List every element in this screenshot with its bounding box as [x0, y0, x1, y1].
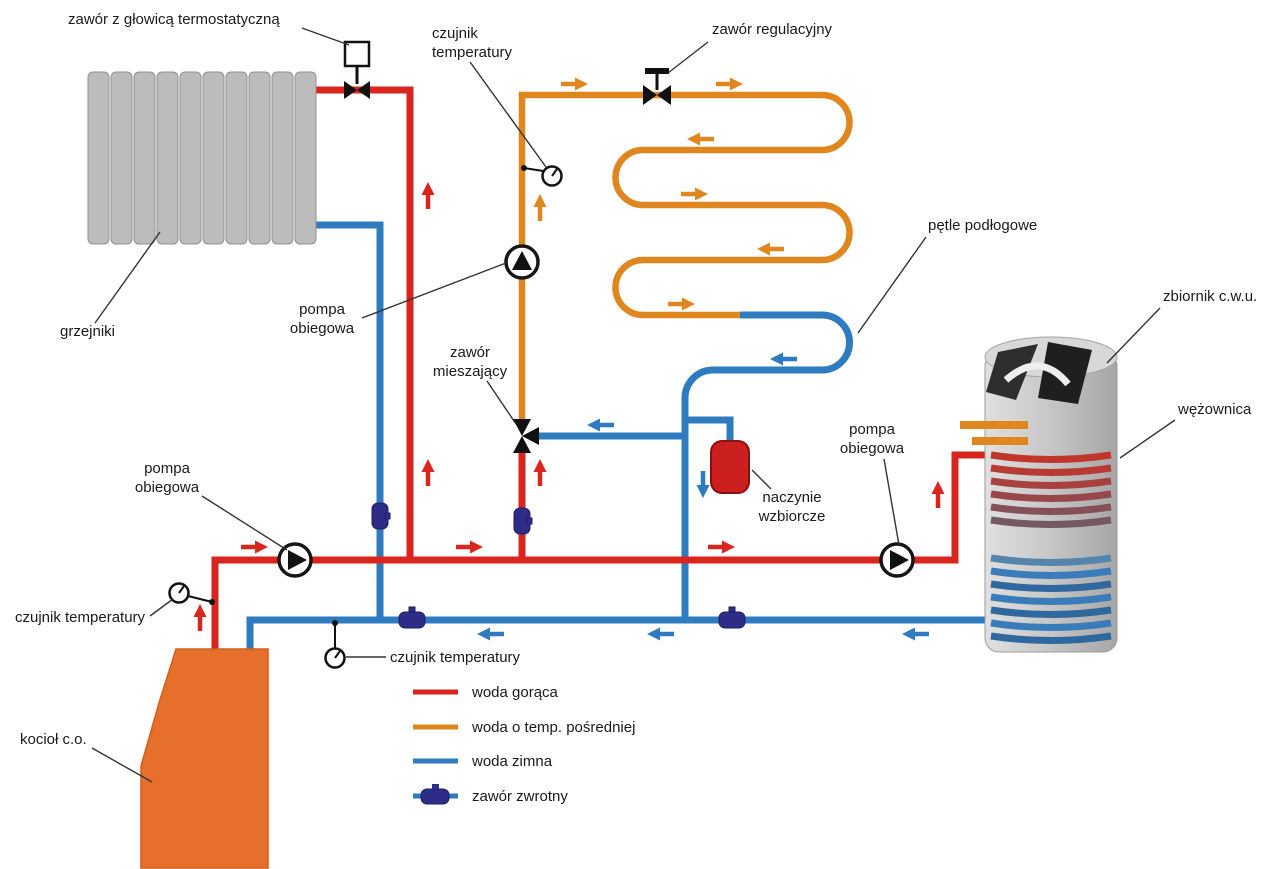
pointer-line — [751, 469, 772, 490]
temp-sensor-icon — [168, 582, 215, 605]
legend-check-valve-notch — [432, 784, 439, 789]
radiator-fin — [133, 71, 156, 245]
radiator-fin — [179, 71, 202, 245]
pointer-line — [361, 262, 507, 319]
label-regulating-valve: zawór regulacyjny — [712, 21, 833, 38]
pipe-hot-main — [211, 451, 992, 649]
label-expansion-vessel-line2: wzbiorcze — [758, 508, 826, 525]
label-pump-top-line2: obiegowa — [290, 320, 355, 337]
radiator-fin — [225, 71, 248, 245]
pointer-line — [94, 231, 161, 324]
pointer-line — [857, 236, 927, 334]
label-pump-right-line2: obiegowa — [840, 440, 905, 457]
label-radiators: grzejniki — [60, 323, 115, 340]
label-pump-right-line1: pompa — [849, 421, 896, 438]
pipe-radiator-return — [314, 221, 384, 620]
tank-internal-pipe — [1003, 362, 1071, 387]
pointer-line — [91, 747, 153, 783]
pointer-line — [1106, 307, 1161, 364]
pointer-line — [883, 458, 900, 546]
label-thermostatic-valve: zawór z głowicą termostatyczną — [68, 11, 280, 28]
label-temp-sensor-bottom: czujnik temperatury — [390, 649, 521, 666]
hot-water-tank — [960, 336, 1118, 653]
expansion-vessel — [710, 440, 750, 494]
pointer-line — [667, 41, 709, 74]
radiator-fin — [87, 71, 110, 245]
legend-label-cold: woda zimna — [471, 753, 553, 770]
pointer-line — [301, 27, 350, 46]
label-temp-sensor-left: czujnik temperatury — [15, 609, 146, 626]
label-temp-sensor-top-line2: temperatury — [432, 44, 513, 61]
legend-item-hot-water: woda gorąca — [413, 684, 559, 701]
check-valve-icon — [513, 507, 533, 535]
pointer-line — [486, 380, 517, 425]
expansion-vessel-body — [710, 440, 750, 494]
label-tank: zbiornik c.w.u. — [1163, 288, 1257, 305]
regulating-valve-icon — [643, 68, 671, 105]
label-mixing-valve-line1: zawór — [450, 344, 490, 361]
pointer-line — [149, 598, 174, 617]
label-expansion-vessel-line1: naczynie — [762, 489, 821, 506]
coil-hot-section — [990, 451, 1112, 528]
boiler-body — [140, 648, 269, 869]
label-boiler: kocioł c.o. — [20, 731, 87, 748]
label-pump-left-line1: pompa — [144, 460, 191, 477]
tank-internal-panel — [1038, 342, 1092, 404]
boiler — [140, 648, 269, 869]
label-pump-top-line1: pompa — [299, 301, 346, 318]
tank-outlet-stub — [972, 437, 1028, 445]
pipe-floor-loops-supply — [518, 91, 853, 424]
circulation-pump-icon — [879, 542, 915, 578]
check-valve-icon — [371, 502, 391, 530]
radiator-fin — [248, 71, 271, 245]
coil-cold-section — [990, 554, 1112, 644]
legend: woda gorąca woda o temp. pośredniej woda… — [413, 684, 635, 805]
circulation-pump-icon — [277, 542, 313, 578]
label-mixing-valve-line2: mieszający — [433, 363, 508, 380]
legend-item-medium-water: woda o temp. pośredniej — [413, 719, 635, 736]
check-valves — [371, 502, 746, 629]
label-temp-sensor-top-line1: czujnik — [432, 25, 478, 42]
temp-sensor-icon — [324, 620, 346, 669]
tank-outlet-stub — [960, 421, 1028, 429]
legend-label-check-valve: zawór zwrotny — [472, 788, 568, 805]
temp-sensor-icon — [521, 165, 563, 187]
check-valve-icon — [718, 606, 746, 629]
label-pump-left-line2: obiegowa — [135, 479, 200, 496]
mixing-valve-icon — [513, 419, 539, 453]
radiator-fin — [294, 71, 317, 245]
pointer-line — [1119, 419, 1176, 459]
medium-water-pipes — [518, 91, 853, 424]
pointer-line — [201, 495, 288, 551]
pipe-to-expansion-vessel — [685, 416, 734, 441]
circulation-pump-icon — [504, 244, 540, 280]
radiator-fin — [271, 71, 294, 245]
legend-label-hot: woda gorąca — [471, 684, 559, 701]
radiator-fin — [110, 71, 133, 245]
pointer-line — [469, 61, 547, 168]
radiator — [87, 71, 317, 245]
pipe-floorloop-return — [681, 311, 853, 620]
radiator-fin — [202, 71, 225, 245]
thermostatic-valve-icon — [343, 40, 371, 99]
legend-label-medium: woda o temp. pośredniej — [471, 719, 635, 736]
radiator-fin — [156, 71, 179, 245]
pointer-lines — [91, 27, 1176, 783]
label-floor-loops: pętle podłogowe — [928, 217, 1037, 234]
legend-item-cold-water: woda zimna — [413, 753, 553, 770]
legend-item-check-valve: zawór zwrotny — [413, 784, 568, 805]
label-coil: wężownica — [1177, 401, 1252, 418]
check-valve-icon — [398, 606, 426, 629]
legend-check-valve-icon — [420, 788, 450, 805]
